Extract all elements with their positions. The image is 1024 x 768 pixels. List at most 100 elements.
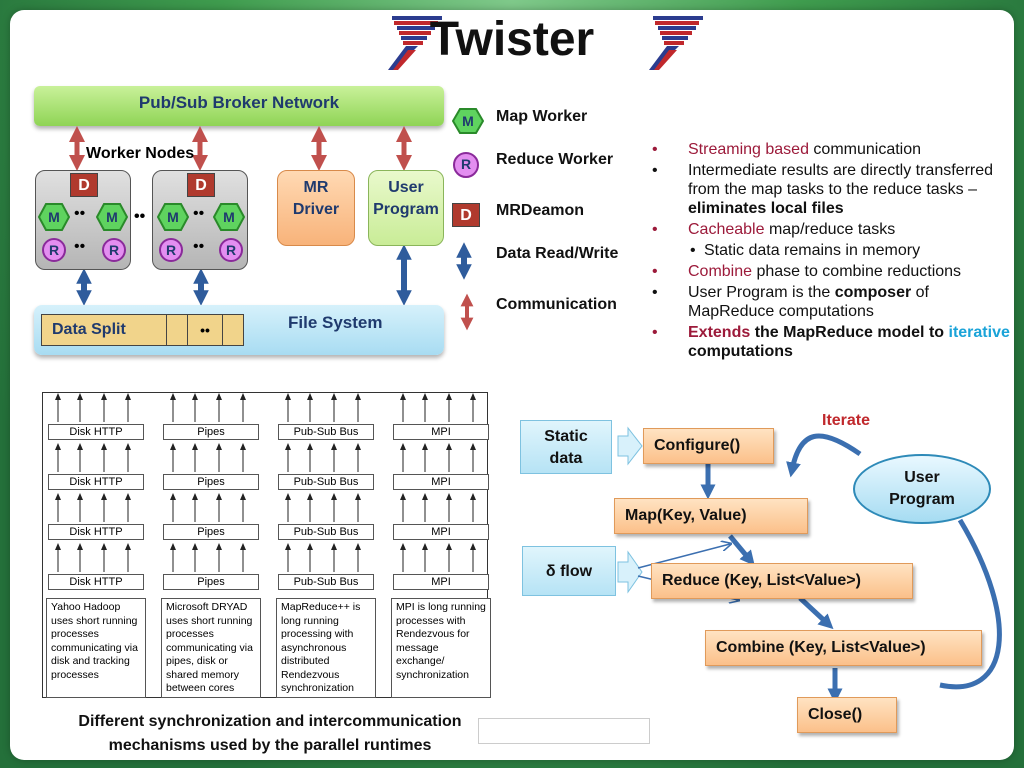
runtime-arrow-head — [101, 543, 107, 550]
dots: •• — [193, 238, 205, 255]
bullet-text: Cacheable — [688, 221, 765, 238]
runtime-description: Yahoo Hadoop uses short running processe… — [46, 598, 146, 698]
bullet-text: Extends — [688, 324, 751, 341]
data-split-dots: •• — [187, 314, 223, 346]
delta-flow-box: δ flow — [522, 546, 616, 596]
runtime-label: Pipes — [163, 524, 259, 540]
static-data-line2: data — [549, 450, 583, 467]
data-split-cell — [222, 314, 244, 346]
combine-box: Combine (Key, List<Value>) — [705, 630, 982, 666]
bullet-dot: • — [652, 162, 658, 179]
map-box: Map(Key, Value) — [614, 498, 808, 534]
iterate-label: Iterate — [822, 412, 871, 429]
bullet-text: map/reduce tasks — [764, 221, 896, 238]
runtime-arrow-head — [101, 493, 107, 500]
runtime-arrow-head — [125, 493, 131, 500]
runtime-label: Disk HTTP — [48, 474, 144, 490]
runtime-arrow-head — [446, 443, 452, 450]
bullet-item: • Static data remains in memory — [652, 241, 1012, 260]
runtime-arrow-head — [400, 443, 406, 450]
runtime-label: MPI — [393, 424, 489, 440]
runtime-arrow-head — [216, 443, 222, 450]
bullet-item: •Extends the MapReduce model to iterativ… — [652, 323, 1012, 361]
dots: •• — [74, 238, 86, 255]
runtime-arrow-head — [101, 393, 107, 400]
runtime-arrow-head — [355, 493, 361, 500]
runtime-arrow-head — [216, 493, 222, 500]
delta-flow-arrow — [617, 550, 643, 594]
reduce-box: Reduce (Key, List<Value>) — [651, 563, 913, 599]
legend-reduce-worker: Reduce Worker — [496, 151, 614, 168]
runtime-arrow-head — [192, 443, 198, 450]
legend-mrdeamon: MRDeamon — [496, 202, 585, 219]
reduce-worker-icon: R — [102, 238, 126, 262]
bullet-dot: • — [690, 242, 696, 259]
twister-logo-icon-right — [649, 16, 703, 70]
dots: •• — [193, 205, 205, 222]
reduce-worker-icon: R — [42, 238, 66, 262]
svg-text:M: M — [167, 209, 179, 225]
runtime-arrow-head — [355, 543, 361, 550]
user-program-box: User Program — [368, 170, 444, 246]
runtime-label: MPI — [393, 524, 489, 540]
bullet-dot: • — [652, 221, 658, 238]
runtime-arrow-head — [470, 543, 476, 550]
mr-driver-box: MR Driver — [277, 170, 355, 246]
runtime-label: Pub-Sub Bus — [278, 424, 374, 440]
runtime-arrow-head — [470, 443, 476, 450]
bullet-item: •User Program is the composer of MapRedu… — [652, 283, 1012, 321]
loop-return-path — [939, 518, 1002, 690]
runtime-arrow-head — [400, 543, 406, 550]
runtime-arrow-head — [77, 493, 83, 500]
runtime-arrow-head — [355, 443, 361, 450]
runtime-label: Pub-Sub Bus — [278, 574, 374, 590]
runtime-arrow-head — [285, 443, 291, 450]
user-program-line2: Program — [373, 201, 439, 218]
user-program-ellipse-line2: Program — [889, 491, 955, 508]
runtime-arrow-head — [470, 393, 476, 400]
feature-bullets: •Streaming based communication•Intermedi… — [652, 140, 1012, 363]
dots: •• — [74, 205, 86, 222]
twister-logo-icon — [388, 16, 442, 70]
runtime-arrow-head — [55, 443, 61, 450]
runtime-arrow-head — [216, 393, 222, 400]
runtime-description: Microsoft DRYAD uses short running proce… — [161, 598, 261, 698]
mrdeamon-box: D — [187, 173, 215, 197]
blank-box — [478, 718, 650, 744]
runtime-arrow-head — [216, 543, 222, 550]
runtime-arrow-head — [422, 443, 428, 450]
bullet-text: communication — [808, 141, 922, 158]
user-program-ellipse-line1: User — [904, 469, 940, 486]
legend-data-read-write: Data Read/Write — [496, 245, 619, 262]
caption-line2: mechanisms used by the parallel runtimes — [108, 737, 432, 754]
runtime-arrow-head — [77, 543, 83, 550]
runtime-arrow-head — [400, 393, 406, 400]
runtime-arrow-head — [170, 393, 176, 400]
bullet-item: •Intermediate results are directly trans… — [652, 161, 1012, 218]
bullet-text: phase to combine reductions — [752, 263, 962, 280]
pubsub-broker-network: Pub/Sub Broker Network — [34, 86, 444, 126]
runtime-arrow-head — [240, 493, 246, 500]
svg-text:M: M — [48, 209, 60, 225]
runtime-arrow-head — [55, 393, 61, 400]
runtime-arrow-head — [331, 393, 337, 400]
runtime-arrow-head — [240, 393, 246, 400]
runtime-arrow-head — [192, 393, 198, 400]
runtime-arrow-head — [170, 443, 176, 450]
reduce-worker-icon: R — [159, 238, 183, 262]
runtime-arrow-head — [125, 543, 131, 550]
runtime-arrow-head — [331, 493, 337, 500]
runtime-label: Pipes — [163, 424, 259, 440]
runtime-label: MPI — [393, 574, 489, 590]
legend-mrdeamon-icon: D — [452, 203, 480, 227]
runtime-arrow-head — [307, 443, 313, 450]
runtime-label: Disk HTTP — [48, 574, 144, 590]
runtime-arrow-head — [285, 393, 291, 400]
runtime-arrow-head — [446, 493, 452, 500]
runtime-arrow-head — [170, 493, 176, 500]
bullet-dot: • — [652, 324, 658, 341]
bullet-text: Static data remains in memory — [704, 242, 921, 259]
page-title: Twister — [429, 13, 595, 66]
runtime-arrow-head — [355, 393, 361, 400]
bullet-item: • Cacheable map/reduce tasks — [652, 220, 1012, 239]
